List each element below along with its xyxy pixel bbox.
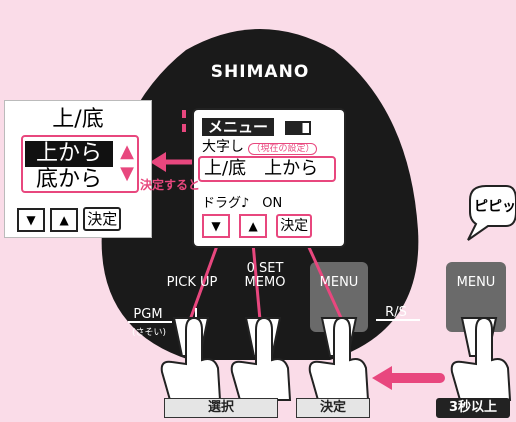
lcd-selected-item: 上/底 上から (204, 158, 319, 179)
zoom-option[interactable]: 底から (35, 167, 102, 192)
decide-action-callout: 決定すると (140, 178, 201, 192)
pick-up-label: PICK UP (166, 275, 218, 290)
menu-right-label: MENU (456, 275, 496, 290)
zoom-option-selected[interactable]: 上から (25, 141, 113, 167)
zoom-up-key[interactable]: ▲ (50, 208, 79, 232)
rs-label: R/S (385, 305, 407, 320)
hold-label: 3秒以上 (436, 398, 510, 418)
decide-label: 決定 (296, 398, 370, 418)
lcd-selected-row[interactable]: 上/底 上から (198, 156, 336, 182)
zoom-panel: 上/底 上から 底から ▲▼ ▼ ▲ 決定 (4, 100, 152, 238)
hand-icons (160, 316, 512, 401)
lcd-next-item: ドラグ♪ ON (202, 196, 283, 211)
lcd-current-note: （現在の設定） (248, 143, 318, 155)
lcd-menu-title: メニュー (202, 118, 275, 136)
menu-button-right-highlight (446, 262, 506, 332)
zero-set-memo-label: 0 SET MEMO (244, 261, 286, 290)
lcd-down-key[interactable]: ▼ (202, 214, 230, 238)
up-down-arrow-icon: ▲▼ (120, 141, 134, 184)
brand-logo: SHIMANO (210, 62, 310, 82)
zoom-down-key[interactable]: ▼ (17, 208, 45, 232)
pgm-sub-label: (さそい) (131, 328, 167, 338)
lcd-up-key[interactable]: ▲ (239, 214, 268, 238)
zoom-title: 上/底 (52, 107, 104, 132)
menu-label: MENU (319, 275, 359, 290)
lcd-setting-text: 大字し (202, 139, 244, 155)
select-label: 選択 (164, 398, 278, 418)
scroll-down-arrow-icon (182, 110, 194, 132)
zoom-decide-key[interactable]: 決定 (83, 207, 122, 231)
zoom-options-box (21, 135, 139, 193)
lcd-decide-key[interactable]: 決定 (276, 214, 313, 238)
lcd-screen: メニュー 大字し （現在の設定） 上/底 上から ドラグ♪ ON ▼ ▲ 決定 (182, 108, 346, 248)
beep-text: ピピッ (474, 199, 516, 215)
battery-icon (285, 120, 312, 135)
pgm-label: PGM (133, 307, 163, 322)
